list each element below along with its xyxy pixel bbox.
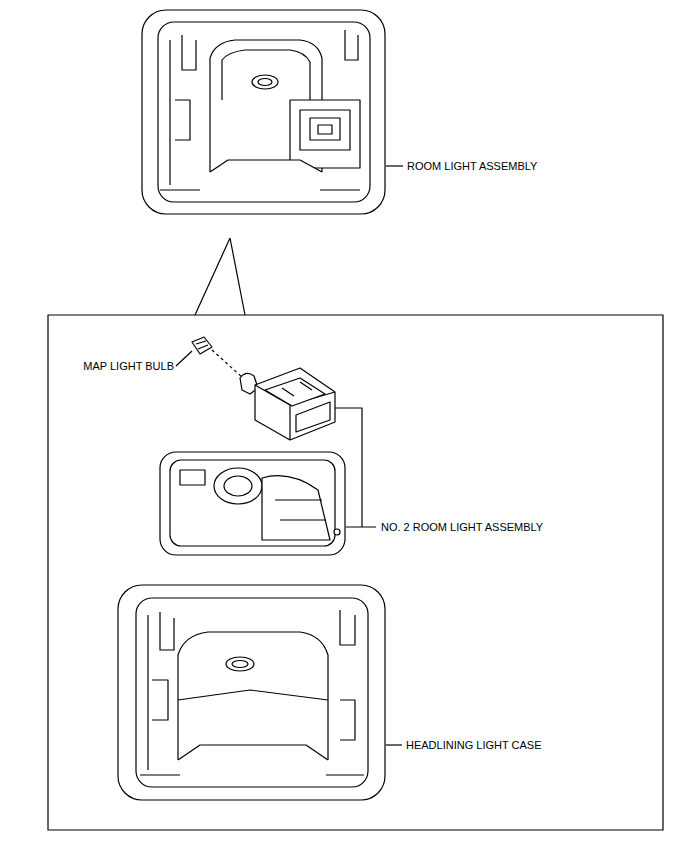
part-label: MAP LIGHT BULB [82, 359, 175, 373]
part-label: ROOM LIGHT ASSEMBLY [406, 159, 538, 173]
room-light-assembly-drawing [142, 10, 385, 214]
part-label: HEADLINING LIGHT CASE [405, 738, 543, 752]
map-light-bulb-drawing [192, 337, 212, 354]
leader-line [335, 408, 376, 527]
room-light-housing-drawing [160, 452, 345, 555]
leader-line [386, 744, 402, 745]
leader-line [176, 351, 192, 366]
part-label: NO. 2 ROOM LIGHT ASSEMBLY [380, 520, 544, 534]
headlining-light-case-drawing [118, 585, 385, 800]
bulb-socket-drawing [240, 368, 335, 440]
leader-line [386, 165, 403, 166]
